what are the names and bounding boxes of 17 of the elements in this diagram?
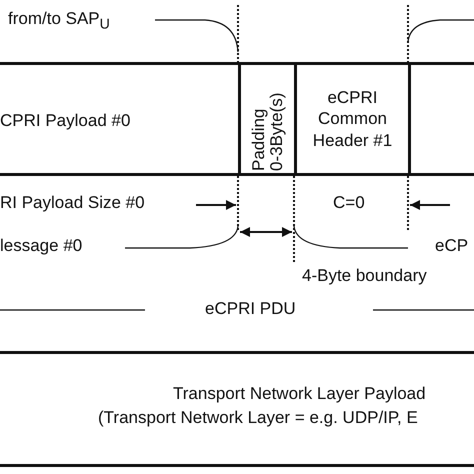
- band-label: (Transport Network Layer = e.g. UDP/IP, E: [98, 408, 418, 428]
- flag-label: C=0: [333, 193, 365, 214]
- padding-field: [238, 62, 297, 176]
- message-label: eCP: [435, 236, 468, 256]
- band-label: Transport Network Layer Payload: [173, 384, 426, 404]
- transport-layer-band: [0, 351, 474, 467]
- message-label: lessage #0: [0, 236, 82, 256]
- payload-field: [0, 62, 241, 176]
- boundary-label: 4-Byte boundary: [302, 266, 427, 286]
- interface-label: from/to SAP$_{U}$: [8, 9, 110, 34]
- field-label: eCPRI Common Header #1: [312, 87, 394, 151]
- field-label: CPRI Payload #0: [0, 111, 130, 132]
- field-label: Padding 0-3Byte(s): [250, 92, 286, 171]
- payload-field: [408, 62, 474, 176]
- header-field: [294, 62, 411, 176]
- size-label: RI Payload Size #0: [0, 193, 145, 214]
- pdu-label: eCPRI PDU: [205, 299, 296, 320]
